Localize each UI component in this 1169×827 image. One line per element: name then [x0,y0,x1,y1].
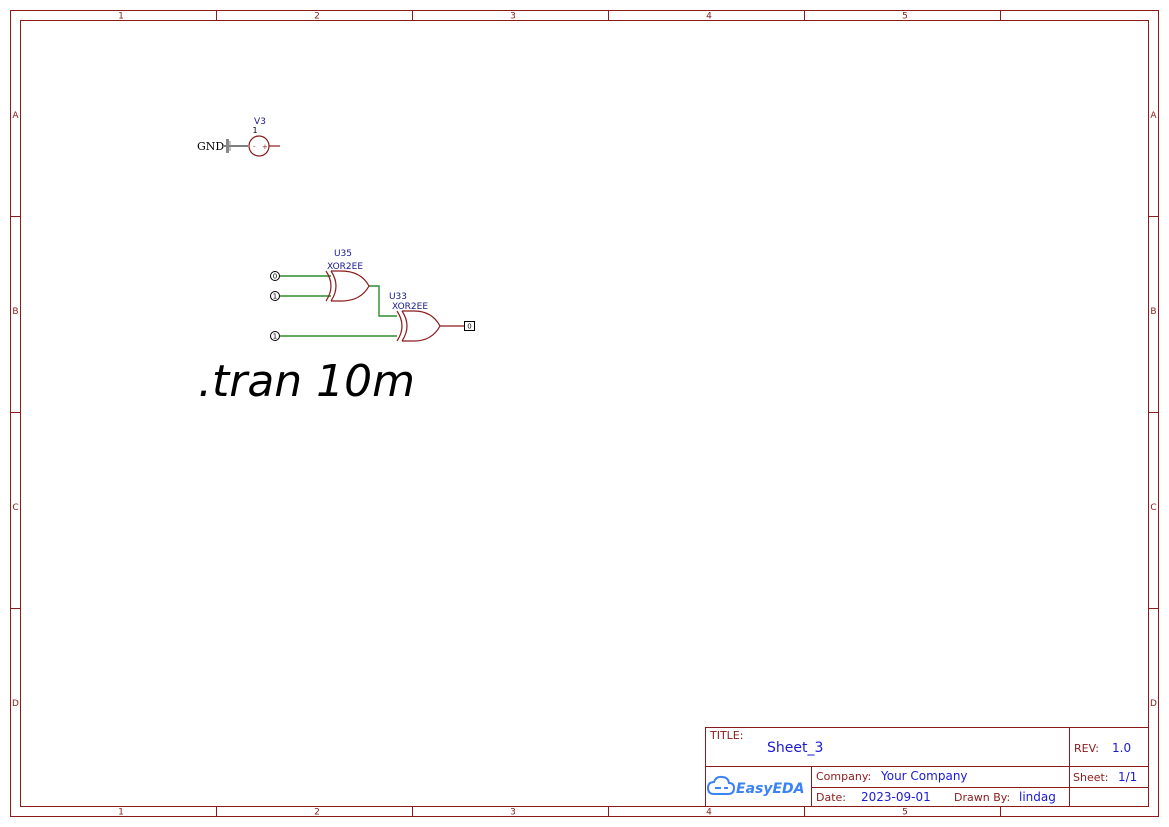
sheet-label: Sheet: [1073,771,1109,784]
input-port-a[interactable]: 0 [270,271,280,281]
v3-ref: V3 [254,117,266,127]
row-label-left-c: C [12,503,18,513]
easyeda-logo: EasyEDA [706,775,805,797]
title-value: Sheet_3 [767,740,823,756]
gnd-label: GND [197,140,224,153]
v3-plus: + [262,143,268,151]
row-label-left-b: B [12,307,18,317]
col-label-bottom-5: 5 [902,808,908,818]
company-value: Your Company [880,769,968,783]
gnd-bar [226,139,229,153]
input-port-b[interactable]: 1 [270,291,280,301]
u33-ref: U33 [389,292,407,302]
col-label-top-2: 2 [314,12,320,22]
row-label-right-a: A [1150,111,1157,121]
input-port-c-label: 1 [273,333,277,341]
u35-model: XOR2EE [327,262,363,272]
title-label: TITLE: [709,729,743,742]
gnd-symbol[interactable]: GND [197,139,248,153]
company-label: Company: [816,770,871,783]
v3-minus: - [253,143,256,151]
drawn-by-value: lindag [1019,790,1056,804]
spice-directive[interactable]: .tran 10m [198,356,415,407]
rev-value: 1.0 [1112,741,1131,755]
row-label-left-a: A [12,111,19,121]
row-label-right-b: B [1150,307,1156,317]
wires [280,275,397,337]
output-port-label: 0 [467,323,471,331]
date-label: Date: [816,791,846,804]
col-label-bottom-3: 3 [510,808,516,818]
row-label-right-d: D [1150,699,1157,709]
sheet-value: 1/1 [1118,770,1137,784]
voltage-source-v3[interactable]: V3 1 - + [248,117,280,157]
col-label-top-3: 3 [510,12,516,22]
row-label-left-d: D [12,699,19,709]
title-block: TITLE: Sheet_3 REV: 1.0 Company: Your Co… [705,727,1149,807]
input-port-c[interactable]: 1 [270,331,280,341]
input-port-b-label: 1 [273,293,277,301]
col-label-bottom-4: 4 [706,808,712,818]
v3-value: 1 [252,126,257,135]
row-label-right-c: C [1150,503,1156,513]
u33-model: XOR2EE [392,302,428,312]
u35-ref: U35 [334,249,352,259]
xor-gate-u33[interactable]: U33 XOR2EE [389,292,464,342]
col-label-top-1: 1 [118,12,124,22]
input-port-a-label: 0 [273,273,277,281]
col-label-top-5: 5 [902,12,908,22]
col-label-bottom-1: 1 [118,808,124,818]
row-dividers [10,216,1159,609]
inner-border [20,20,1149,807]
output-port[interactable]: 0 [464,321,475,331]
xor-gate-u35[interactable]: U35 XOR2EE [325,249,370,302]
drawn-by-label: Drawn By: [954,791,1010,804]
col-label-top-4: 4 [706,12,712,22]
date-value: 2023-09-01 [861,790,931,804]
cloud-icon [706,775,736,795]
col-label-bottom-2: 2 [314,808,320,818]
column-dividers [216,10,1001,817]
outer-border [10,10,1159,817]
logo-text: EasyEDA [736,781,805,797]
rev-label: REV: [1074,742,1099,755]
